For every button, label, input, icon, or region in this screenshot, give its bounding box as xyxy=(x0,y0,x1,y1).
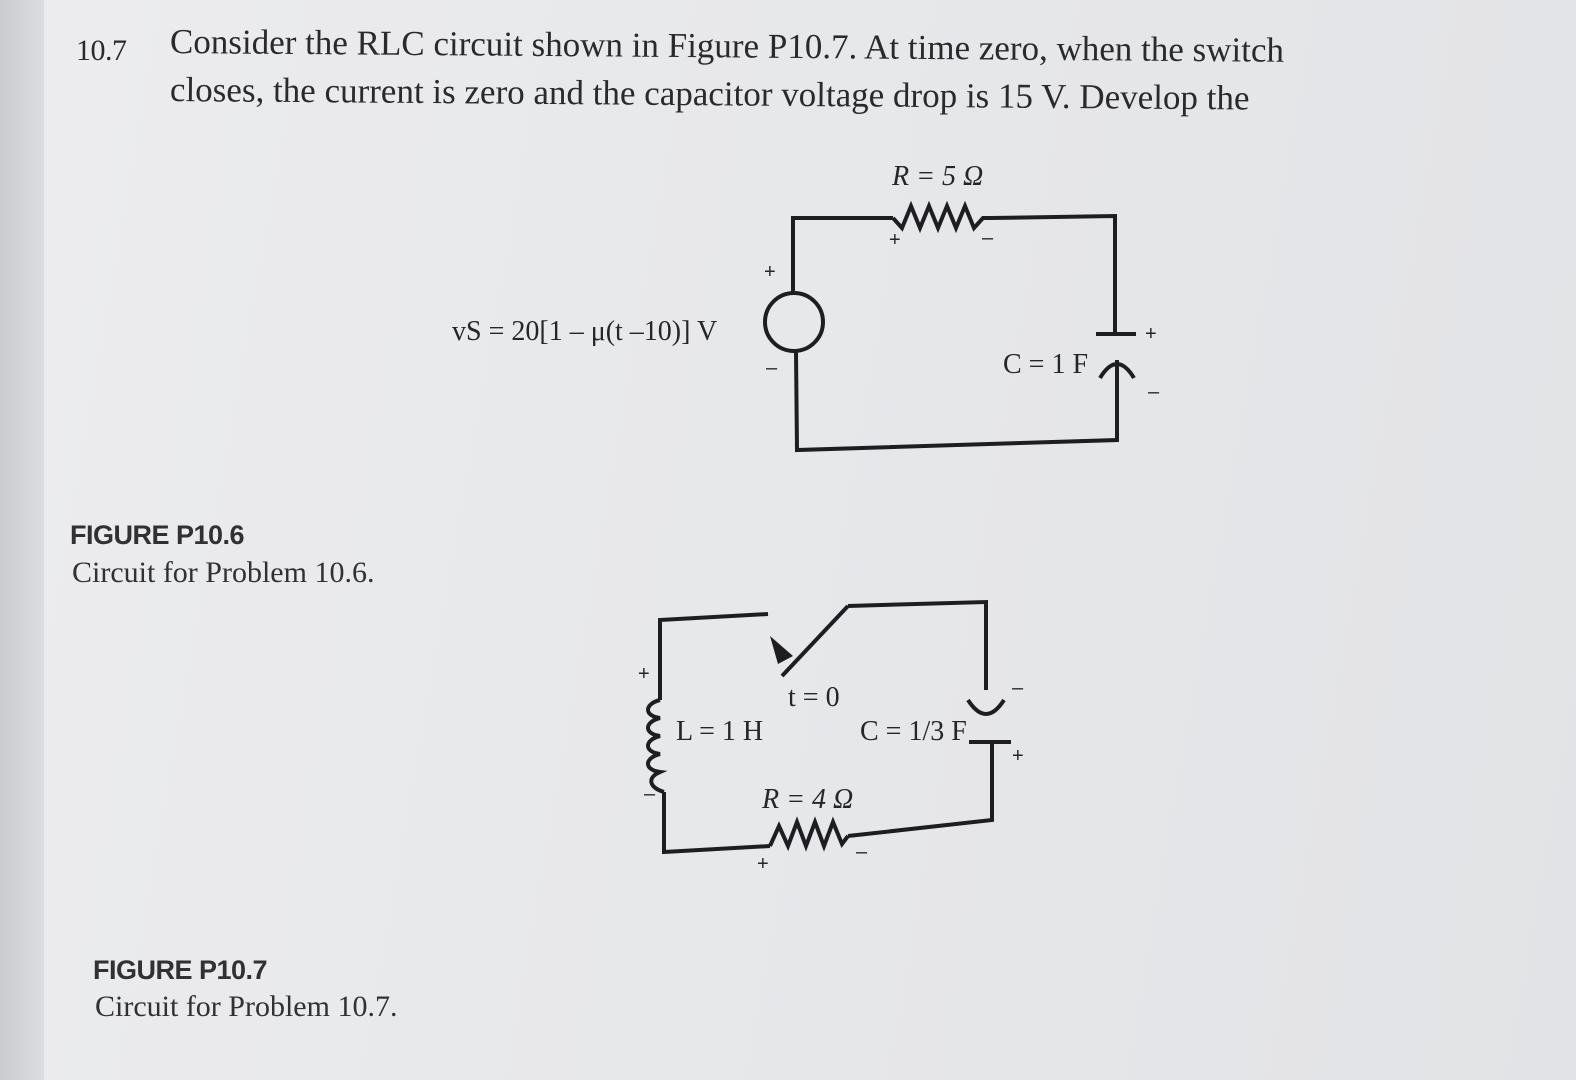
page-gutter-shadow xyxy=(0,0,44,1080)
p10-7-switch-icon xyxy=(780,604,850,678)
p10-7-switch-label: t = 0 xyxy=(788,682,840,713)
textbook-page xyxy=(40,0,1576,1080)
p10-7-inductor-icon xyxy=(646,698,668,794)
p10-7-resistor-icon xyxy=(768,816,850,852)
p10-7-wire-top-left xyxy=(658,612,769,700)
p10-6-wire-top-left xyxy=(791,216,893,292)
p10-7-resistor-minus: – xyxy=(856,841,868,863)
p10-7-wire-top-right xyxy=(847,599,988,690)
p10-7-resistor-label: R = 4 Ω xyxy=(761,784,853,815)
figure-p10-7-title: FIGURE P10.7 xyxy=(93,955,268,985)
p10-7-inductor-minus: – xyxy=(644,783,656,805)
p10-7-resistor-plus: + xyxy=(757,853,769,875)
p10-7-capacitor-minus: – xyxy=(1012,677,1024,699)
p10-6-resistor-plus: + xyxy=(889,229,901,251)
circuit-p10-7: + – L = 1 H t = 0 C = 1/3 F – + R = 4 Ω … xyxy=(638,599,1024,875)
p10-6-capacitor-plus: + xyxy=(1145,323,1157,345)
p10-6-wire-bottom xyxy=(794,351,1119,453)
p10-6-wire-top-right xyxy=(989,213,1117,334)
p10-7-capacitor-curved-plate-icon xyxy=(966,698,1006,716)
circuit-p10-6: R = 5 Ω + – vS = 20[1 – μ(t –10)] V + – … xyxy=(452,161,1160,453)
figure-p10-7-caption: Circuit for Problem 10.7. xyxy=(95,990,398,1023)
problem-number: 10.7 xyxy=(76,34,127,67)
p10-7-capacitor-plus: + xyxy=(1012,745,1024,767)
p10-6-resistor-label: R = 5 Ω xyxy=(891,161,983,192)
p10-6-resistor-icon xyxy=(891,200,990,234)
p10-6-voltage-source-icon xyxy=(763,291,825,353)
p10-6-capacitor-minus: – xyxy=(1148,381,1160,403)
p10-6-source-plus: + xyxy=(764,261,776,283)
figure-p10-6-caption: Circuit for Problem 10.6. xyxy=(72,556,375,589)
p10-7-wire-bottom-right xyxy=(847,742,994,838)
p10-7-inductor-plus: + xyxy=(638,663,650,685)
p10-6-source-minus: – xyxy=(766,357,778,379)
p10-7-inductor-label: L = 1 H xyxy=(676,716,763,747)
p10-6-source-label: vS = 20[1 – μ(t –10)] V xyxy=(452,316,717,347)
p10-7-switch-contact-icon xyxy=(770,636,793,664)
figure-p10-6-title: FIGURE P10.6 xyxy=(70,520,245,550)
p10-6-capacitor-label: C = 1 F xyxy=(1003,349,1088,380)
p10-6-resistor-minus: – xyxy=(982,227,994,249)
p10-7-wire-bottom-left xyxy=(662,792,771,855)
p10-7-capacitor-label: C = 1/3 F xyxy=(860,716,967,747)
